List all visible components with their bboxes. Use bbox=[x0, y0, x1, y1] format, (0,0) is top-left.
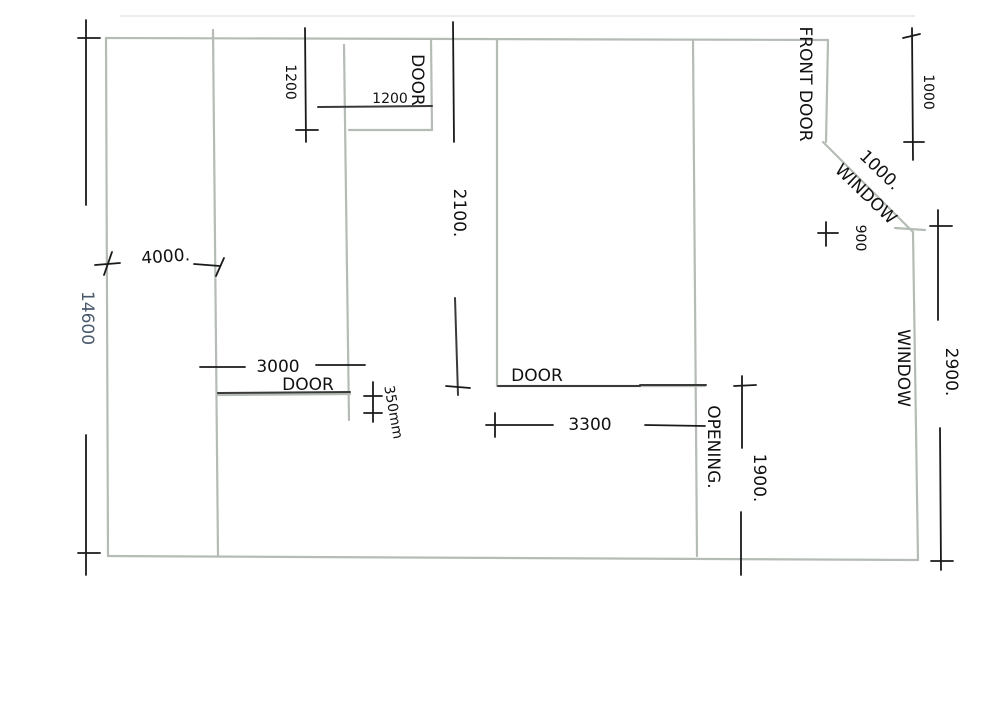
front-entry-wall bbox=[824, 38, 830, 144]
dim-2900-bottom bbox=[939, 427, 942, 571]
left-room-inner-wall bbox=[342, 43, 351, 422]
dimension-lines bbox=[77, 19, 954, 576]
door-top-line bbox=[317, 105, 433, 108]
interior-walls bbox=[211, 28, 927, 558]
dim-3300-right bbox=[644, 424, 706, 427]
label-bottom-width: 3300 bbox=[568, 415, 611, 435]
label-opening-dim: 1900. bbox=[749, 454, 769, 503]
label-front-door: FRONT DOOR bbox=[795, 26, 815, 141]
label-hall-door: DOOR bbox=[511, 366, 563, 386]
door-recess-right bbox=[429, 38, 434, 132]
front-window-wall bbox=[821, 140, 915, 234]
label-right-window: WINDOW bbox=[893, 329, 913, 407]
label-left-room-door-dim: 3000 bbox=[256, 357, 299, 377]
dim-front-door bbox=[911, 27, 914, 161]
dim-4000-tick-l bbox=[103, 251, 113, 276]
label-right-window-dim: 2900. bbox=[941, 348, 961, 397]
label-top-wall-segment: 1200 bbox=[282, 64, 298, 100]
dim-1900-tick-top bbox=[733, 384, 757, 387]
label-left-room-width: 4000. bbox=[141, 245, 191, 268]
hall-wall-right bbox=[691, 38, 699, 558]
left-wall bbox=[104, 36, 110, 558]
dim-front-door-tick-top bbox=[902, 33, 921, 39]
dim-2100-tick-bottom bbox=[445, 385, 471, 389]
dim-2100-top bbox=[452, 21, 455, 143]
outer-walls bbox=[104, 36, 920, 562]
right-wall-top-return bbox=[893, 226, 927, 232]
dim-4000-tick-r bbox=[215, 257, 225, 277]
bottom-wall bbox=[106, 554, 920, 562]
pen-overlays bbox=[217, 105, 707, 396]
label-door-top-left: DOOR bbox=[407, 54, 427, 106]
right-wall bbox=[911, 230, 920, 562]
top-wall bbox=[104, 36, 830, 42]
label-door-gap: 350mm bbox=[380, 384, 405, 440]
label-door-top-width: 1200 bbox=[372, 91, 408, 107]
left-room-door-wall bbox=[216, 392, 352, 397]
hall-wall-marking bbox=[454, 297, 459, 396]
label-hall-height: 2100. bbox=[449, 189, 469, 238]
label-overall-height: 14600 bbox=[77, 291, 97, 345]
label-front-door-dim: 1000 bbox=[920, 74, 936, 110]
label-opening: OPENING. bbox=[703, 405, 723, 488]
dim-1200-vertical bbox=[304, 27, 307, 143]
dim-4000-right bbox=[193, 263, 221, 267]
label-small-window-dim: 900 bbox=[852, 225, 868, 252]
left-door-marking bbox=[217, 391, 351, 394]
left-room-wall bbox=[211, 28, 220, 558]
label-left-room-door: DOOR bbox=[282, 375, 334, 395]
